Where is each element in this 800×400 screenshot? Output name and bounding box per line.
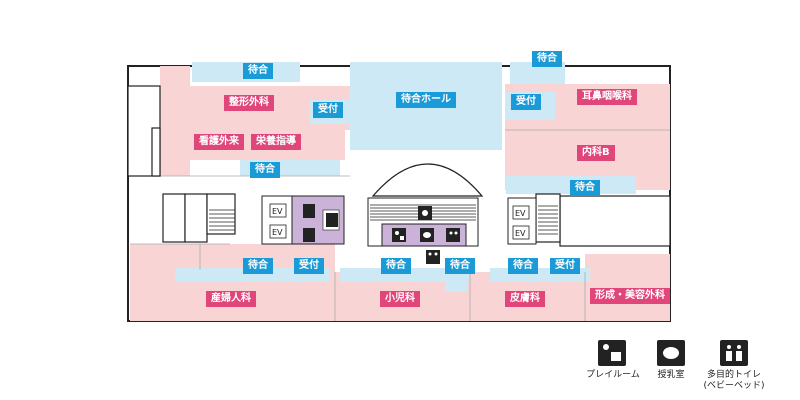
label-reception: 受付 bbox=[294, 258, 324, 274]
west-toilet-icons bbox=[303, 204, 338, 242]
multipurpose-toilet-icon bbox=[720, 340, 748, 366]
area-wait-bottom-center-2 bbox=[445, 280, 467, 292]
label-obgyn: 産婦人科 bbox=[206, 291, 256, 307]
legend-multipurpose-toilet-label: 多目的トイレ bbox=[706, 370, 761, 380]
elevator-icon bbox=[512, 205, 530, 220]
central-icon-glyphs bbox=[395, 210, 458, 256]
multipurpose-toilet-icon bbox=[326, 213, 338, 227]
label-internal-b: 内科B bbox=[577, 145, 615, 161]
legend-nursing-room-label: 授乳室 bbox=[657, 370, 685, 380]
ev-label: EV bbox=[515, 209, 526, 218]
label-waiting: 待合 bbox=[445, 258, 475, 274]
label-waiting-hall: 待合ホール bbox=[396, 92, 456, 108]
west-stairs bbox=[209, 209, 235, 231]
ev-label: EV bbox=[272, 207, 283, 216]
area-wait-bottom-left bbox=[175, 268, 330, 282]
label-reception: 受付 bbox=[511, 94, 541, 110]
label-reception: 受付 bbox=[550, 258, 580, 274]
ev-label: EV bbox=[515, 229, 526, 238]
label-waiting: 待合 bbox=[250, 162, 280, 178]
label-waiting: 待合 bbox=[381, 258, 411, 274]
label-pediatrics: 小児科 bbox=[380, 291, 420, 307]
label-dermatology: 皮膚科 bbox=[505, 291, 545, 307]
east-stairs bbox=[538, 205, 558, 235]
area-plastic bbox=[585, 254, 670, 321]
label-reception: 受付 bbox=[313, 102, 343, 118]
elevator-icon bbox=[269, 224, 287, 239]
toilet-icon bbox=[303, 204, 315, 218]
label-plastic-cosmetic: 形成・美容外科 bbox=[590, 288, 670, 304]
east-stair-core bbox=[535, 193, 671, 247]
multipurpose-toilet-icon bbox=[446, 228, 460, 242]
atrium-dome bbox=[371, 163, 484, 197]
label-waiting: 待合 bbox=[570, 180, 600, 196]
legend-playroom-label: プレイルーム bbox=[586, 370, 640, 380]
area-wait-top-right bbox=[510, 62, 565, 84]
area-obgyn bbox=[130, 244, 335, 321]
ev-label: EV bbox=[272, 228, 283, 237]
elevator-icon bbox=[512, 225, 530, 240]
area-wait-bottom-center bbox=[340, 268, 470, 282]
label-waiting: 待合 bbox=[243, 258, 273, 274]
label-nursing-outpatient: 看護外来 bbox=[194, 134, 244, 150]
toilet-icon bbox=[303, 228, 315, 242]
elevator-icon bbox=[269, 203, 287, 218]
label-waiting: 待合 bbox=[532, 51, 562, 67]
toilet-icon bbox=[426, 250, 440, 264]
elevator-boxes bbox=[269, 203, 530, 240]
legend-baby-bed-label: (ベビーベッド) bbox=[703, 381, 765, 391]
label-waiting: 待合 bbox=[508, 258, 538, 274]
area-west-upper bbox=[160, 66, 190, 176]
label-ent: 耳鼻咽喉科 bbox=[577, 89, 637, 105]
label-nutrition-guidance: 栄養指導 bbox=[251, 134, 301, 150]
label-waiting: 待合 bbox=[243, 63, 273, 79]
label-orthopedics: 整形外科 bbox=[224, 95, 274, 111]
legend-icons bbox=[598, 340, 748, 366]
